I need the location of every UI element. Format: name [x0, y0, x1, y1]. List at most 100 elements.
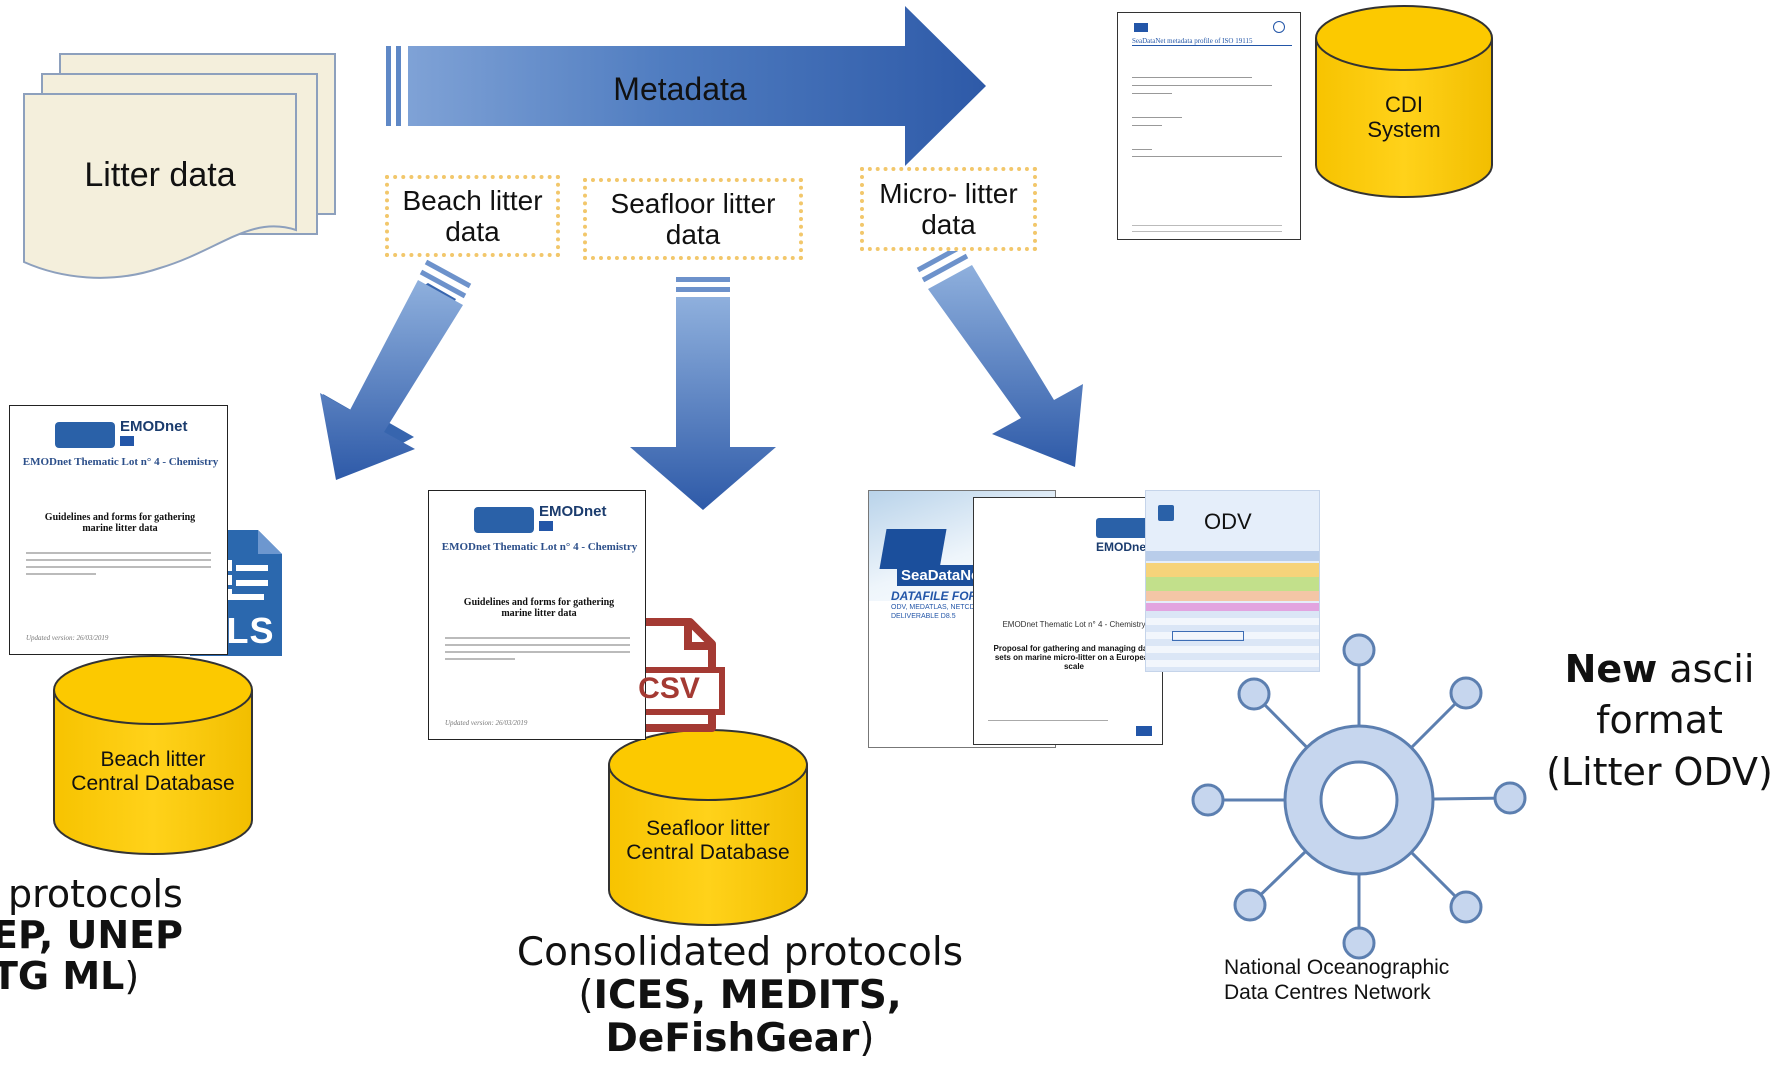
xls-file-label: XLS: [201, 610, 275, 651]
seafloor-doc-updated: Updated version: 26/03/2019: [445, 719, 528, 727]
odv-logo-icon: [1158, 505, 1174, 521]
beach-doc-title: Guidelines and forms for gathering marin…: [44, 512, 196, 534]
beach-db-line1: Beach litter: [100, 748, 206, 771]
seafloor-protocols-text: Consolidated protocols (ICES, MEDITS, De…: [470, 930, 1010, 1061]
seafloor-guidelines-document: EMODnet EMODnet Thematic Lot n° 4 - Chem…: [428, 490, 646, 740]
eu-flag-icon: [539, 521, 553, 531]
proposal-doc-title: Proposal for gathering and managing data…: [993, 644, 1155, 671]
network-label: National Oceanographic Data Centres Netw…: [1224, 955, 1524, 1005]
text-line: [26, 573, 96, 575]
text-line: [26, 559, 211, 561]
text-line: [1132, 156, 1282, 157]
seafloor-protocols-open: (: [578, 972, 594, 1018]
text-line: [1132, 85, 1272, 86]
seafloor-db-line2: Central Database: [626, 841, 790, 865]
text-line: [1132, 231, 1282, 232]
eu-flag-icon: [120, 436, 134, 446]
csv-file-icon: [613, 618, 725, 732]
beach-db-line2: Central Database: [71, 772, 235, 796]
emodnet-logo-icon: [1096, 518, 1148, 538]
csv-file-label: CSV: [638, 672, 700, 705]
network-graph: [1191, 633, 1527, 960]
text-line: [1132, 117, 1182, 118]
text-line: [445, 658, 515, 660]
seafloor-protocols-bold1: ICES, MEDITS,: [593, 972, 902, 1018]
new-format-rest: ascii: [1657, 647, 1755, 691]
datafile-sub: ODV, MEDATLAS, NETCDF: [891, 604, 979, 611]
new-format-bold: New: [1564, 647, 1658, 691]
deliverable-label: DELIVERABLE D8.5: [891, 613, 956, 620]
seafloor-doc-brand: EMODnet: [539, 503, 607, 520]
new-format-line3: (Litter ODV): [1546, 749, 1773, 794]
micro-box-line1: Micro- litter: [879, 177, 1018, 209]
micro-litter-data-box: Micro- litter data: [860, 167, 1037, 251]
beach-doc-brand: EMODnet: [120, 418, 188, 435]
beach-db-label: Beach litter Central Database: [54, 748, 252, 796]
seafloor-box-line1: Seafloor litter: [610, 187, 776, 219]
seadatanet-flag-icon: [879, 529, 947, 569]
network-line2: Data Centres Network: [1224, 981, 1431, 1005]
text-line: [26, 552, 211, 554]
metadata-arrow: [386, 6, 986, 166]
seafloor-litter-data-box: Seafloor litter data: [583, 178, 803, 260]
micro-arrow: [916, 243, 1083, 467]
odv-title: ODV: [1204, 509, 1252, 534]
beach-arrow: [320, 259, 472, 480]
odv-button: [1172, 631, 1244, 641]
metadata-profile-document: SeaDataNet metadata profile of ISO 19115: [1117, 12, 1301, 240]
beach-guidelines-document: EMODnet EMODnet Thematic Lot n° 4 - Chem…: [9, 405, 228, 655]
metadata-doc-title: SeaDataNet metadata profile of ISO 19115: [1132, 37, 1292, 46]
seadatanet-brand: SeaDataNet: [897, 565, 989, 586]
seafloor-arrow: [630, 277, 776, 510]
datafile-format-title: DATAFILE FORMA: [891, 589, 996, 603]
new-format-line1: New ascii: [1528, 644, 1791, 695]
network-line1: National Oceanographic: [1224, 956, 1450, 979]
seafloor-box-line2: data: [665, 219, 721, 250]
cdi-cylinder: [1315, 5, 1493, 198]
seafloor-doc-title: Guidelines and forms for gathering marin…: [463, 597, 615, 619]
beach-box-line1: Beach litter: [402, 184, 543, 216]
proposal-doc-brand: EMODnet: [1096, 540, 1150, 554]
odv-screenshot: ODV: [1145, 490, 1320, 672]
odv-row: [1146, 591, 1319, 601]
odv-grid: [1146, 611, 1319, 671]
cdi-line2: System: [1367, 117, 1441, 143]
beach-protocols-line1: protocols: [8, 872, 183, 916]
beach-box-line2: data: [445, 216, 500, 247]
emodnet-logo-icon: [474, 507, 534, 533]
odv-row: [1146, 551, 1319, 561]
beach-protocols-close: ): [124, 954, 140, 999]
seafloor-protocols-close: ): [859, 1015, 875, 1061]
litter-data-label: Litter data: [84, 156, 236, 194]
text-line: [445, 651, 630, 653]
text-line: [1132, 77, 1252, 78]
proposal-doc-lot: EMODnet Thematic Lot n° 4 - Chemistry: [1002, 620, 1146, 629]
odv-row: [1146, 603, 1319, 611]
micro-box-line2: data: [921, 209, 976, 240]
seafloor-protocols-line1: Consolidated protocols: [516, 930, 964, 975]
emodnet-logo-icon: [55, 422, 115, 448]
odv-row: [1146, 563, 1319, 577]
beach-db-cylinder: [53, 655, 253, 855]
seafloor-doc-lot: EMODnet Thematic Lot n° 4 - Chemistry: [441, 541, 638, 553]
odv-row: [1146, 577, 1319, 591]
new-ascii-format-text: New ascii format (Litter ODV): [1528, 644, 1791, 798]
beach-protocols-text: protocols EP, UNEP TG ML): [0, 872, 240, 997]
text-line: [1132, 149, 1152, 150]
beach-doc-lot: EMODnet Thematic Lot n° 4 - Chemistry: [22, 456, 219, 468]
seafloor-protocols-line2: (ICES, MEDITS,: [470, 972, 1010, 1018]
seafloor-db-line1: Seafloor litter: [646, 817, 770, 840]
beach-doc-updated: Updated version: 26/03/2019: [26, 634, 109, 642]
seafloor-protocols-bold2: DeFishGear: [605, 1015, 860, 1061]
seadatanet-logo-icon: [1273, 21, 1285, 33]
text-line: [988, 720, 1108, 721]
eu-flag-icon: [1134, 23, 1148, 32]
eu-flag-icon: [1136, 726, 1152, 736]
beach-protocols-line3: TG ML): [0, 956, 240, 997]
text-line: [1132, 225, 1282, 226]
beach-protocols-bold: TG ML: [0, 954, 125, 999]
text-line: [445, 637, 630, 639]
text-line: [1132, 125, 1162, 126]
seafloor-db-label: Seafloor litter Central Database: [609, 817, 807, 865]
